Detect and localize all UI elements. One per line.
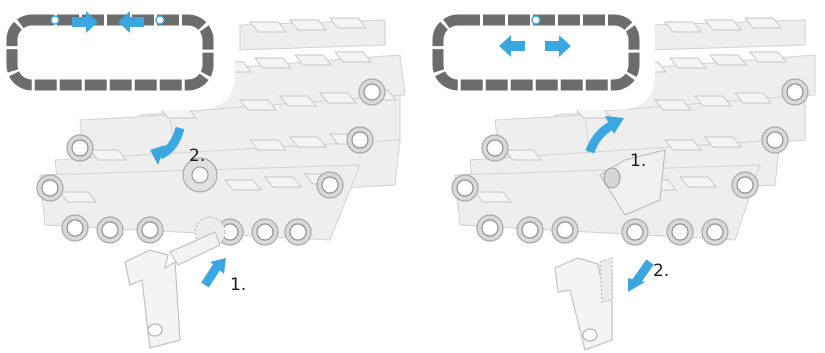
left-panel: 2. 1. <box>0 0 405 348</box>
step-label: 2. <box>189 146 205 166</box>
chain-pin-icon <box>532 16 540 24</box>
right-panel: 1. 2. <box>425 0 815 350</box>
chain-pin-icon <box>51 16 59 24</box>
clip-part <box>555 258 612 350</box>
step-label: 2. <box>653 261 669 281</box>
clip-part <box>125 250 180 348</box>
chain-pin-icon <box>156 16 164 24</box>
step-label: 1. <box>230 275 246 295</box>
step-label: 1. <box>630 151 646 171</box>
